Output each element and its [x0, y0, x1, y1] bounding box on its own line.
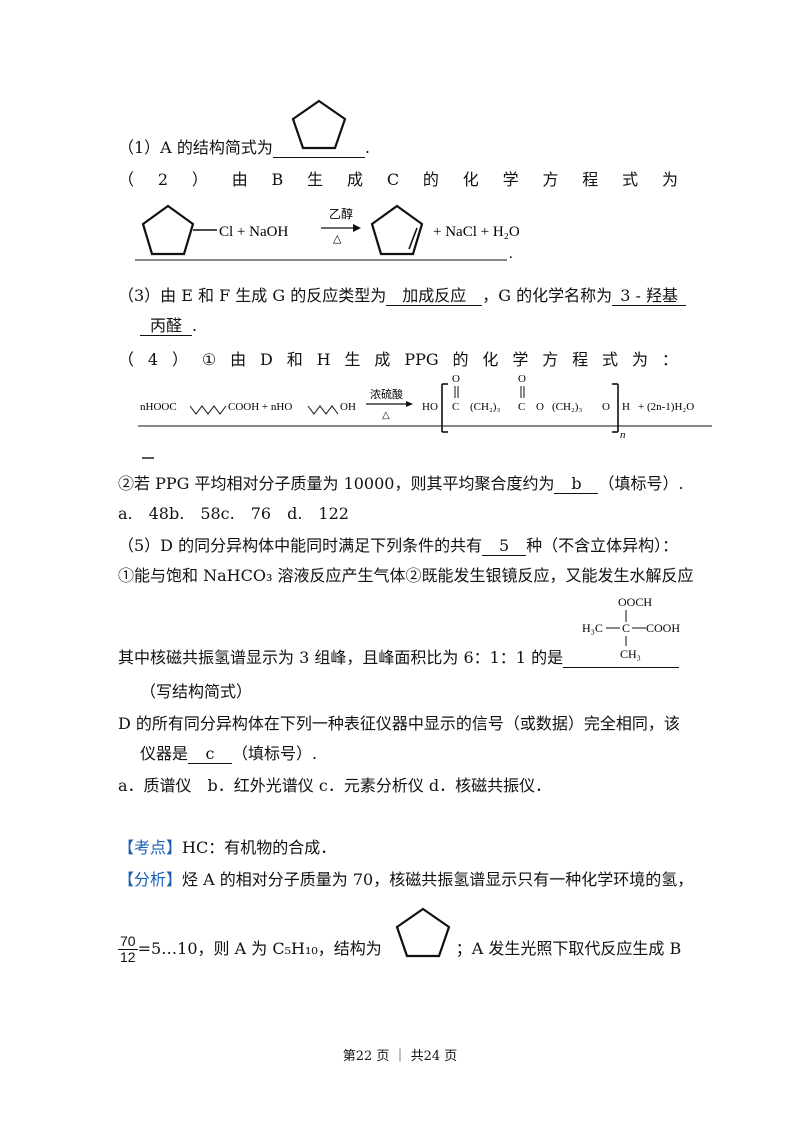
equation-ppg: nHOOC COOH + nHO OH 浓硫酸 △ HO O C (CH₂)₃ …: [138, 374, 712, 459]
cyclopentane-structure-1: [291, 99, 347, 150]
equation-chlorocyclopentane: Cl + NaOH 乙醇 △ + NaCl + H₂O .: [135, 204, 520, 262]
q3-answer-2b: 丙醛: [140, 317, 192, 336]
svg-text:HO: HO: [422, 401, 438, 413]
q3-line-2: 丙醛.: [140, 316, 197, 336]
page-footer: 第22 页 ｜ 共24 页: [342, 1049, 458, 1064]
kaodian-tag: 【考点】: [118, 838, 183, 857]
svg-text:O: O: [602, 401, 610, 413]
svg-text:O: O: [518, 374, 526, 385]
svg-text:OOCH: OOCH: [618, 595, 652, 609]
svg-text:COOH + nHO: COOH + nHO: [228, 401, 292, 413]
q5-write-note: （写结构简式）: [140, 682, 253, 701]
eq1-cond: △: [333, 233, 342, 245]
svg-text:浓硫酸: 浓硫酸: [370, 387, 403, 401]
isomer-structure: OOCH H₃C C COOH CH₃: [582, 595, 680, 661]
svg-text:H₃C: H₃C: [582, 621, 603, 635]
eq1-lhs: Cl + NaOH: [219, 224, 288, 240]
svg-text:n: n: [620, 429, 626, 441]
q3-answer-1: 加成反应: [386, 287, 483, 306]
q1-blank: [272, 139, 365, 158]
q3-answer-2a: 3 - 羟基: [612, 287, 687, 306]
svg-text:O: O: [452, 374, 460, 385]
svg-text:COOH: COOH: [646, 621, 680, 635]
fenxi-tag: 【分析】: [118, 870, 183, 889]
q5-options: a．质谱仪 b．红外光谱仪 c．元素分析仪 d．核磁共振仪．: [118, 776, 552, 795]
q5-answer: 5: [482, 537, 527, 556]
fenxi-line: 【分析】烃 A 的相对分子质量为 70，核磁共振氢谱显示只有一种化学环境的氢，: [118, 870, 694, 889]
q4-options: a. 48b. 58c. 76 d. 122: [118, 504, 349, 523]
svg-text:(CH₂)₃: (CH₂)₃: [470, 401, 500, 413]
svg-text:nHOOC: nHOOC: [140, 401, 177, 413]
q1-line: （1）A 的结构简式为 .: [118, 138, 370, 158]
svg-text:OH: OH: [340, 401, 356, 413]
q1-text: （1）A 的结构简式为: [118, 138, 273, 157]
svg-text:H: H: [622, 401, 630, 413]
q5-nmr-line: 其中核磁共振氢谱显示为 3 组峰，且峰面积比为 6：1：1 的是: [118, 648, 680, 668]
eq1-reagent: 乙醇: [329, 206, 353, 221]
q4-2-answer: b: [554, 475, 599, 494]
svg-text:CH₃: CH₃: [620, 647, 641, 661]
q5-nmr-blank: [563, 649, 680, 668]
cyclopentane-structure-2: [395, 907, 451, 958]
svg-text:C: C: [452, 401, 459, 413]
svg-text:O: O: [536, 401, 544, 413]
svg-text:△: △: [382, 410, 390, 421]
svg-text:C: C: [622, 621, 630, 635]
svg-text:C: C: [518, 401, 525, 413]
q5-inst-answer: c: [188, 745, 233, 764]
svg-text:(CH₂)₃: (CH₂)₃: [552, 401, 582, 413]
q5-d-line: D 的所有同分异构体在下列一种表征仪器中显示的信号（或数据）完全相同，该: [118, 714, 680, 733]
q5-conditions: ①能与饱和 NaHCO₃ 溶液反应产生气体②既能发生银镜反应，又能发生水解反应: [118, 566, 694, 585]
svg-text:.: .: [509, 246, 513, 262]
eq1-rhs: + NaCl + H₂O: [433, 224, 520, 240]
svg-text:+ (2n-1)H₂O: + (2n-1)H₂O: [638, 401, 694, 413]
kaodian-line: 【考点】HC：有机物的合成．: [118, 838, 337, 857]
